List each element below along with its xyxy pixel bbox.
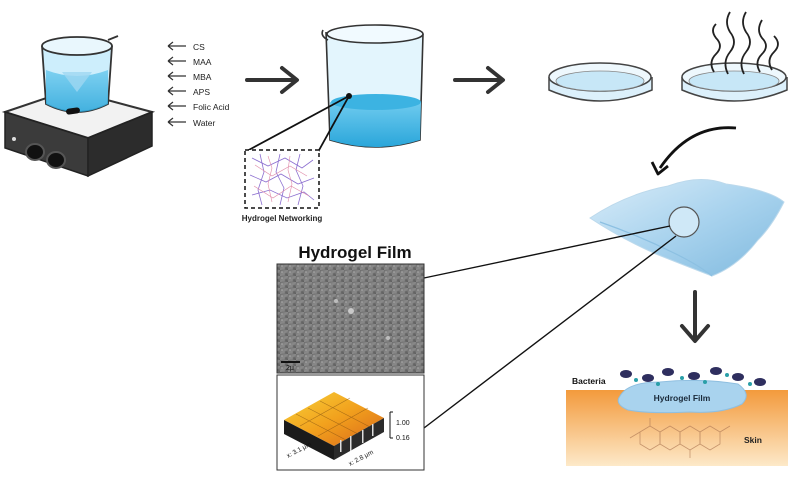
afm-z-max: 1.00 bbox=[396, 420, 410, 427]
heat-wave-icon bbox=[710, 11, 779, 75]
ingredient-item: APS bbox=[167, 86, 210, 97]
ingredient-item: Water bbox=[167, 117, 216, 128]
ingredient-label: MBA bbox=[193, 72, 212, 82]
ingredient-item: MAA bbox=[167, 56, 212, 67]
stir-bar-icon bbox=[66, 107, 80, 115]
sem-image: 2μ bbox=[276, 263, 425, 374]
arrow-left-icon bbox=[167, 86, 186, 96]
bacterium-icon bbox=[754, 378, 766, 386]
ingredient-item: CS bbox=[167, 41, 205, 52]
arrow-left-icon bbox=[167, 117, 186, 127]
afm-z-min: 0.16 bbox=[396, 435, 410, 442]
arrow-right-icon bbox=[245, 66, 299, 94]
mixing-beaker bbox=[321, 24, 424, 148]
bacterium-icon bbox=[732, 373, 744, 381]
bacteria-group bbox=[620, 367, 766, 386]
zoom-circle bbox=[668, 206, 700, 238]
arrow-down-icon bbox=[680, 290, 710, 343]
afm-image: 1.00 0.16 x: 3.1 μm x: 2.8 μm bbox=[276, 374, 425, 471]
skin-label: Skin bbox=[744, 435, 762, 445]
knob-icon bbox=[25, 143, 45, 161]
arrow-left-icon bbox=[167, 56, 186, 66]
petri-dish-drying bbox=[681, 11, 788, 102]
film-label: Hydrogel Film bbox=[654, 393, 711, 403]
petri-dish-cast bbox=[548, 62, 653, 102]
stirring-beaker bbox=[41, 35, 119, 115]
ingredient-label: CS bbox=[193, 42, 205, 52]
arrow-left-icon bbox=[167, 71, 186, 81]
hydrogel-network-inset: Hydrogel Networking bbox=[242, 149, 323, 223]
bacterium-icon bbox=[642, 374, 654, 382]
arrow-left-icon bbox=[167, 41, 186, 51]
ingredient-label: MAA bbox=[193, 57, 212, 67]
knob-icon bbox=[46, 151, 66, 169]
bacterium-icon bbox=[662, 368, 674, 376]
scale-bar-label: 2μ bbox=[286, 365, 294, 372]
ingredient-item: MBA bbox=[167, 71, 212, 82]
network-label: Hydrogel Networking bbox=[242, 214, 323, 223]
skin-application-panel: Bacteria Hydrogel Film Skin bbox=[566, 367, 788, 466]
film-title: Hydrogel Film bbox=[298, 243, 411, 262]
bacteria-label: Bacteria bbox=[572, 376, 606, 386]
curved-arrow-icon bbox=[658, 126, 737, 169]
hydrogel-film-sheet bbox=[589, 179, 785, 277]
ingredient-label: APS bbox=[193, 87, 210, 97]
bacterium-icon bbox=[688, 372, 700, 380]
ingredient-label: Water bbox=[193, 118, 216, 128]
ingredient-label: Folic Acid bbox=[193, 102, 230, 112]
bacterium-icon bbox=[620, 370, 632, 378]
film-on-skin bbox=[617, 379, 747, 414]
ingredient-list: CS MAA MBA APS Folic Acid Water bbox=[167, 41, 230, 128]
bacterium-icon bbox=[710, 367, 722, 375]
arrow-left-icon bbox=[167, 101, 186, 111]
ingredient-item: Folic Acid bbox=[167, 101, 230, 112]
hot-plate-stirrer bbox=[1, 88, 156, 178]
arrow-right-icon bbox=[453, 66, 505, 94]
molecule-structure-icon bbox=[629, 418, 731, 458]
